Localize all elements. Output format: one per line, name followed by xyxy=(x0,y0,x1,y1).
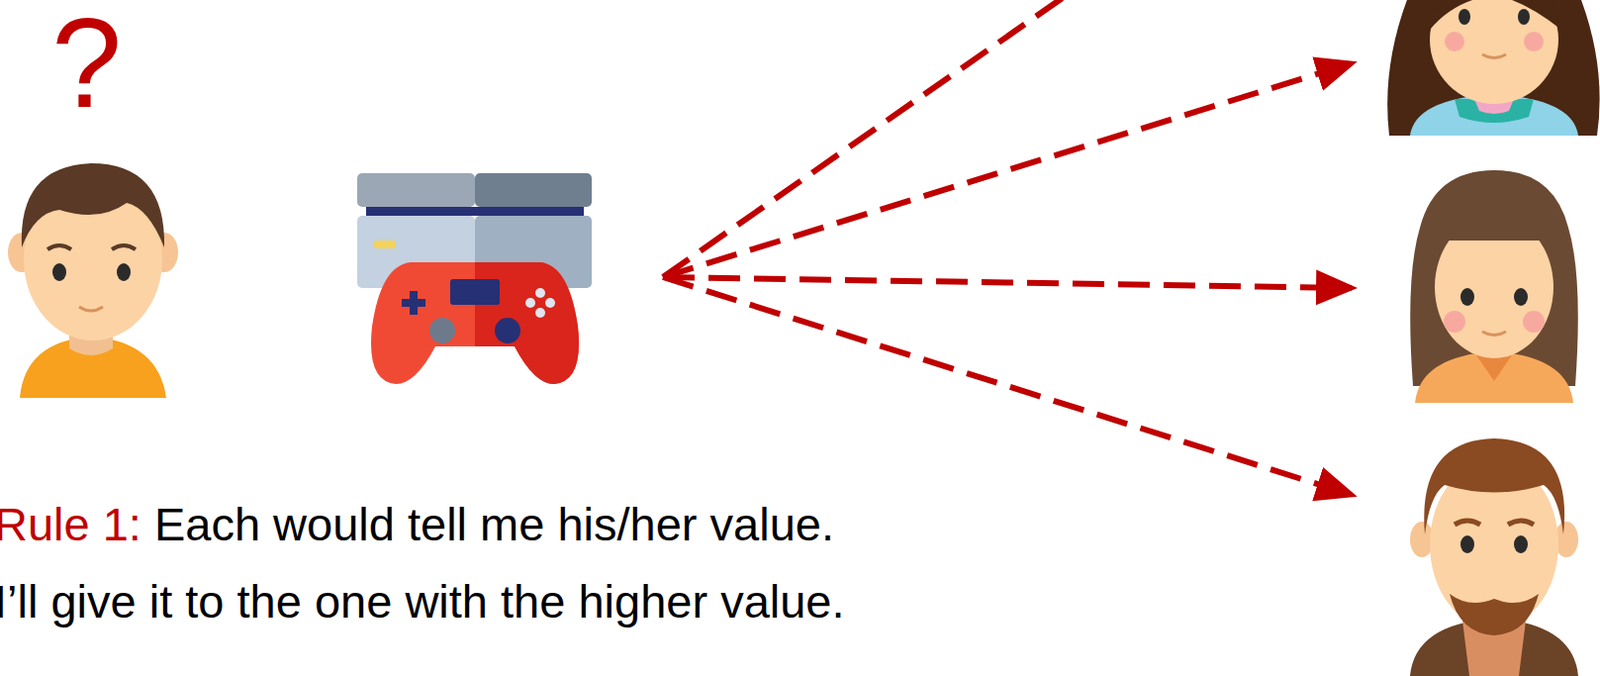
rule-text: Each would tell me his/her value. xyxy=(154,497,835,551)
boy-figure-part xyxy=(111,245,136,250)
game-controller-part xyxy=(429,317,456,344)
man-figure-part xyxy=(1423,438,1565,535)
boy-figure-part xyxy=(52,263,67,282)
girl-figure-part xyxy=(1429,0,1559,104)
man-figure-part xyxy=(1454,520,1481,525)
girl-figure-part xyxy=(1517,8,1530,25)
girl-figure-part xyxy=(1436,202,1552,241)
girl-figure-part xyxy=(1434,195,1554,258)
game-controller xyxy=(371,262,579,384)
game-console-part xyxy=(374,240,396,249)
boy-figure-part xyxy=(79,306,103,311)
man-figure-part xyxy=(1513,535,1528,554)
game-controller-part xyxy=(535,307,546,318)
boy-figure xyxy=(7,163,179,398)
dashed-arrows-part xyxy=(662,0,1074,278)
boy-figure-part xyxy=(47,245,72,250)
dashed-arrows-part xyxy=(662,277,1352,495)
girl-figure-part xyxy=(1482,54,1506,59)
boy-figure-part xyxy=(21,163,165,248)
girl-figure-part xyxy=(1429,0,1562,30)
game-controller-part xyxy=(545,297,556,308)
game-console-part xyxy=(366,206,584,216)
dashed-arrows-part xyxy=(662,277,1352,288)
girl-figure-part xyxy=(1522,310,1545,333)
dashed-arrows-part xyxy=(662,63,1352,278)
question-mark: ? xyxy=(51,0,122,127)
game-controller-part xyxy=(371,262,579,384)
game-controller-part xyxy=(525,297,536,308)
dashed-arrows xyxy=(662,0,1352,495)
game-controller-part xyxy=(494,317,521,344)
girl-figure xyxy=(1387,0,1600,136)
girl-figure-part xyxy=(1414,351,1574,403)
rule-label: Rule 1: xyxy=(0,497,142,551)
rule-text: I’ll give it to the one with the higher … xyxy=(0,577,846,625)
girl-figure xyxy=(1410,170,1579,403)
girl-figure-part xyxy=(1482,331,1506,336)
girl-figure-part xyxy=(1458,8,1471,25)
man-figure-part xyxy=(1449,593,1539,636)
girl-figure-part xyxy=(1523,31,1544,52)
game-controller-part xyxy=(409,290,418,315)
game-controller-part xyxy=(535,287,546,298)
game-console-part xyxy=(474,173,592,207)
man-figure-part xyxy=(1507,520,1534,525)
man-figure xyxy=(1410,438,1579,676)
girl-figure-part xyxy=(1460,287,1475,306)
man-figure-part xyxy=(1460,535,1475,554)
game-controller-part xyxy=(450,279,500,305)
game-console-part xyxy=(357,173,475,207)
boy-figure-part xyxy=(116,263,131,282)
girl-figure-part xyxy=(1443,310,1466,333)
girl-figure-part xyxy=(1410,170,1579,386)
rule-line: Rule 1:Each would tell me his/her value. xyxy=(0,500,835,548)
girl-figure-part xyxy=(1444,31,1465,52)
girl-figure-part xyxy=(1513,287,1528,306)
